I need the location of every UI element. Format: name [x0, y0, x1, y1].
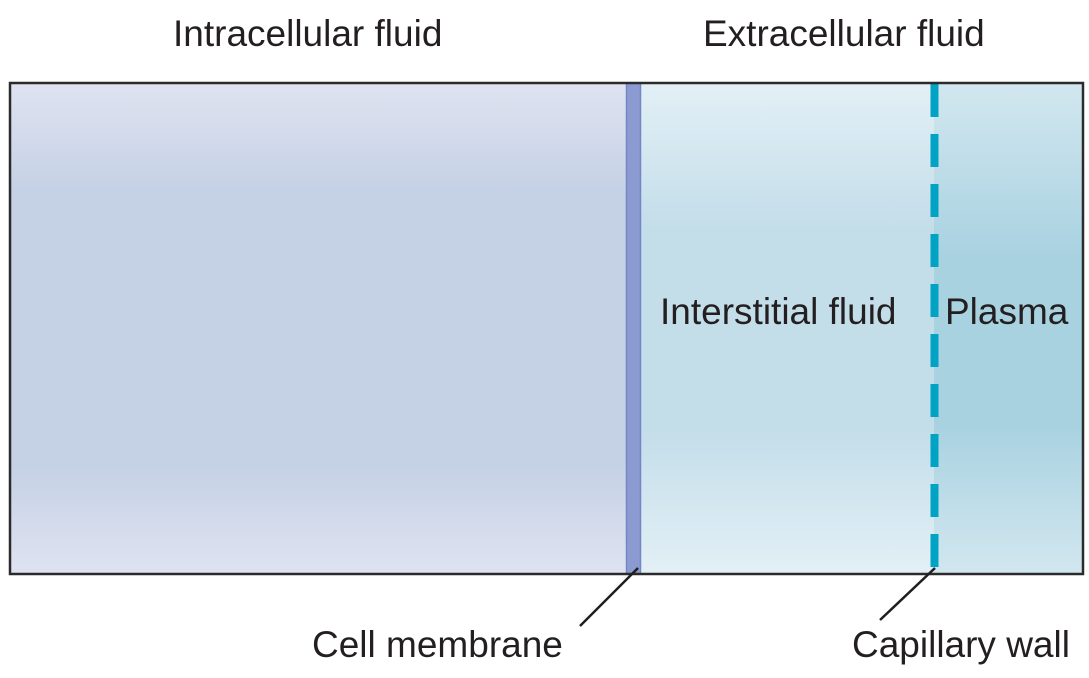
cell-membrane-leader-line [579, 567, 639, 627]
capillary-wall-leader-line [879, 567, 936, 621]
interstitial-fluid-region [641, 83, 934, 574]
intracellular-fluid-region [10, 83, 626, 574]
capillary-wall-label: Capillary wall [852, 624, 1070, 665]
intracellular-fluid-title: Intracellular fluid [173, 13, 443, 54]
plasma-region [934, 83, 1083, 574]
cell-membrane-label: Cell membrane [312, 624, 563, 665]
interstitial-fluid-label: Interstitial fluid [660, 291, 897, 332]
extracellular-fluid-title: Extracellular fluid [703, 13, 985, 54]
cell-membrane [626, 83, 641, 574]
plasma-label: Plasma [945, 291, 1069, 332]
compartment-outline [8, 81, 1085, 576]
